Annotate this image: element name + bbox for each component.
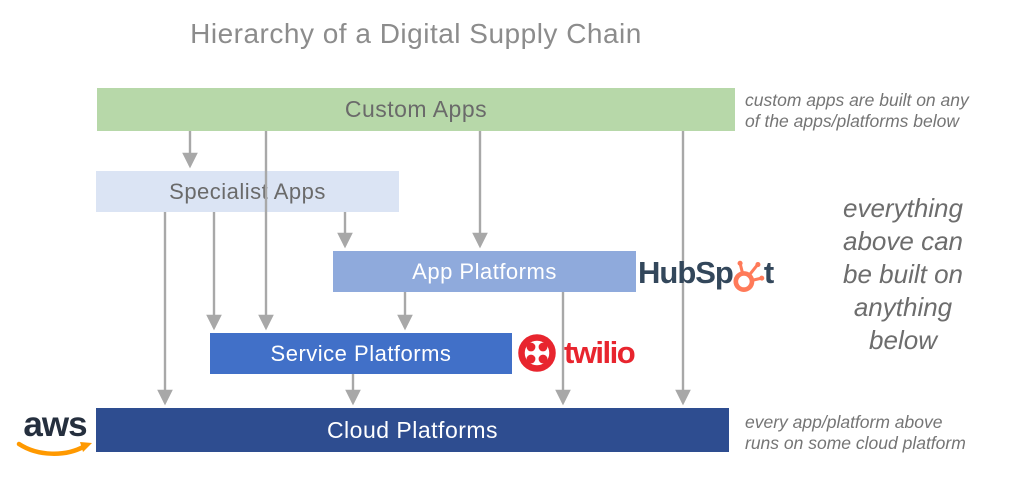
annotation-cloud-platform: every app/platform above runs on some cl… bbox=[745, 412, 1024, 455]
hubspot-logo: HubSp t bbox=[638, 252, 774, 294]
annotation-line: be built on bbox=[843, 259, 963, 290]
annotation-everything-above: everything above can be built on anythin… bbox=[788, 192, 1018, 357]
layer-specialist-apps: Specialist Apps bbox=[96, 171, 399, 212]
annotation-line: of the apps/platforms below bbox=[745, 111, 960, 132]
aws-smile-icon bbox=[16, 441, 92, 456]
annotation-line: anything bbox=[853, 292, 953, 323]
annotation-line: runs on some cloud platform bbox=[745, 433, 966, 454]
twilio-ring-icon bbox=[518, 334, 556, 372]
aws-logo-text: aws bbox=[23, 405, 87, 444]
hubspot-sprocket-icon bbox=[733, 260, 765, 292]
hubspot-logo-text: t bbox=[763, 255, 774, 290]
annotation-line: below bbox=[869, 325, 937, 356]
annotation-line: custom apps are built on any bbox=[745, 90, 969, 110]
annotation-line: above can bbox=[843, 226, 963, 257]
twilio-logo-text: twilio bbox=[564, 335, 636, 370]
layer-custom-apps: Custom Apps bbox=[97, 88, 735, 131]
layer-cloud-platforms: Cloud Platforms bbox=[96, 408, 729, 452]
layer-app-platforms: App Platforms bbox=[333, 251, 636, 292]
layer-service-platforms: Service Platforms bbox=[210, 333, 512, 374]
hubspot-logo-text: HubSp bbox=[638, 255, 734, 290]
aws-logo: aws bbox=[14, 407, 96, 458]
annotation-line: everything bbox=[843, 193, 963, 223]
twilio-logo: twilio bbox=[516, 331, 636, 375]
annotation-line: every app/platform above bbox=[745, 412, 943, 432]
annotation-custom-apps: custom apps are built on any of the apps… bbox=[745, 90, 1024, 133]
page-title: Hierarchy of a Digital Supply Chain bbox=[190, 18, 642, 49]
